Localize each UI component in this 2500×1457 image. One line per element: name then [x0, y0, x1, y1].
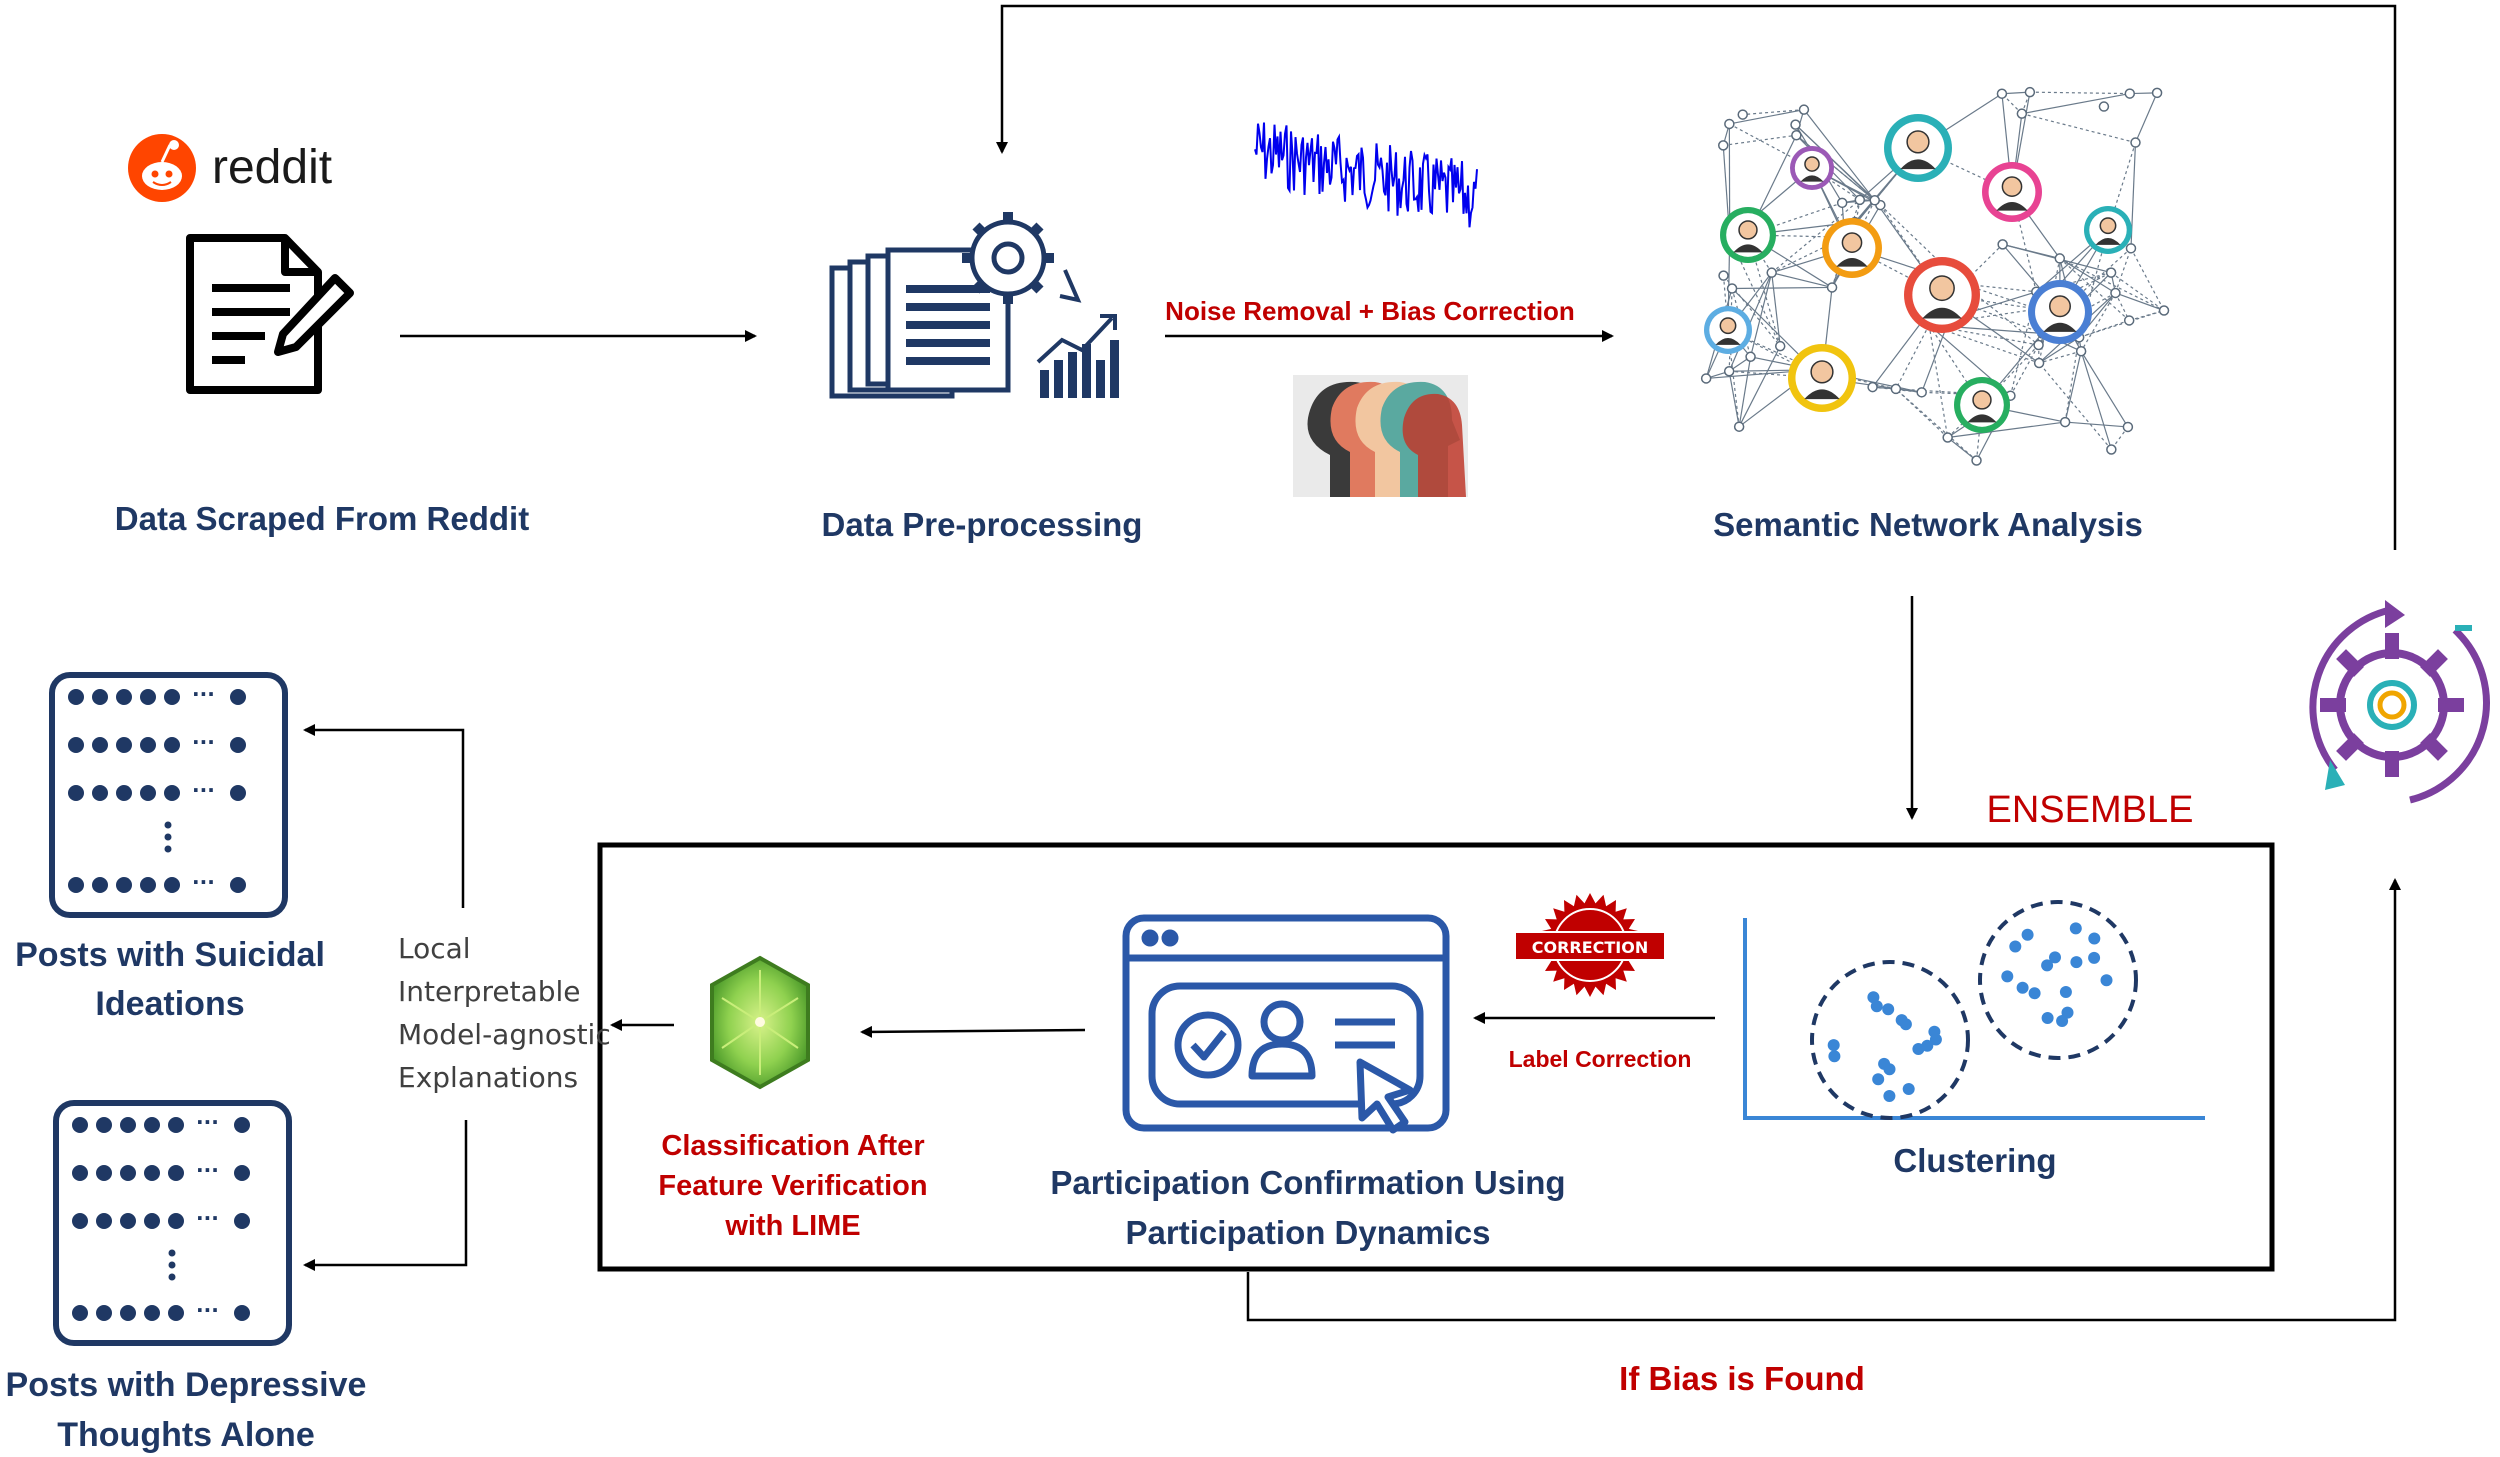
suicidal-posts-card-icon: ··· ··· ··· ···: [49, 672, 288, 918]
svg-text:···: ···: [196, 1298, 219, 1322]
output-suicidal-line1: Posts with Suicidal: [15, 936, 325, 974]
correction-stamp-icon: CORRECTION: [1514, 893, 1666, 997]
participation-label-line2: Participation Dynamics: [1126, 1214, 1491, 1251]
output-depressive-line2: Thoughts Alone: [57, 1416, 314, 1454]
bias-faces-icon: [1293, 375, 1468, 497]
feedback-loop-top-arrow: [996, 4, 2397, 550]
stage-scrape-label: Data Scraped From Reddit: [115, 500, 529, 537]
bias-feedback-arrow: [1246, 878, 2401, 1322]
reddit-logo: reddit: [128, 134, 332, 202]
stage-semantic-label: Semantic Network Analysis: [1713, 506, 2143, 543]
output-depressive-line1: Posts with Depressive: [6, 1366, 367, 1404]
stage-preprocess-label: Data Pre-processing: [822, 506, 1143, 543]
svg-text:···: ···: [192, 730, 215, 754]
ensemble-box: [597, 842, 2275, 1272]
depressive-posts-card-icon: ··· ··· ··· ···: [53, 1100, 292, 1346]
lime-line4: Explanations: [398, 1061, 578, 1094]
classification-label-line3: with LIME: [724, 1210, 860, 1242]
noise-signal-icon: [1254, 122, 1478, 228]
classification-label-line1: Classification After: [661, 1130, 924, 1162]
svg-text:···: ···: [192, 870, 215, 894]
clustering-label: Clustering: [1893, 1142, 2056, 1179]
preprocessing-icon: [829, 212, 1119, 399]
clustering-icon: [1743, 900, 2205, 1120]
reddit-wordmark: reddit: [212, 141, 332, 194]
participation-icon: [1122, 914, 1450, 1134]
stamp-text: CORRECTION: [1532, 938, 1649, 957]
svg-text:···: ···: [196, 1110, 219, 1134]
svg-text:···: ···: [196, 1206, 219, 1230]
ensemble-title: ENSEMBLE: [1987, 789, 2194, 831]
document-edit-icon: [186, 234, 354, 394]
edge-bias-found-label: If Bias is Found: [1619, 1360, 1865, 1397]
lime-line3: Model-agnostic: [398, 1018, 611, 1051]
participation-label-line1: Participation Confirmation Using: [1050, 1164, 1565, 1201]
lime-line1: Local: [398, 932, 471, 965]
edge-label-correction: Label Correction: [1509, 1046, 1692, 1072]
svg-text:···: ···: [192, 778, 215, 802]
arrow-participation-to-classification: [860, 1025, 1086, 1038]
arrow-lime-to-depressive: [303, 1120, 468, 1271]
refresh-gear-icon: [2309, 600, 2490, 804]
svg-text:···: ···: [196, 1158, 219, 1182]
arrow-lime-to-suicidal: [303, 724, 465, 908]
lime-explanation-text: Local Interpretable Model-agnostic Expla…: [398, 932, 611, 1094]
svg-text:···: ···: [192, 682, 215, 706]
semantic-network-icon: [1700, 86, 2170, 466]
classification-label-line2: Feature Verification: [658, 1170, 927, 1202]
edge-noise-bias-label: Noise Removal + Bias Correction: [1165, 296, 1575, 326]
lime-icon: [710, 955, 810, 1090]
output-suicidal-line2: Ideations: [95, 985, 244, 1023]
lime-line2: Interpretable: [398, 975, 581, 1008]
